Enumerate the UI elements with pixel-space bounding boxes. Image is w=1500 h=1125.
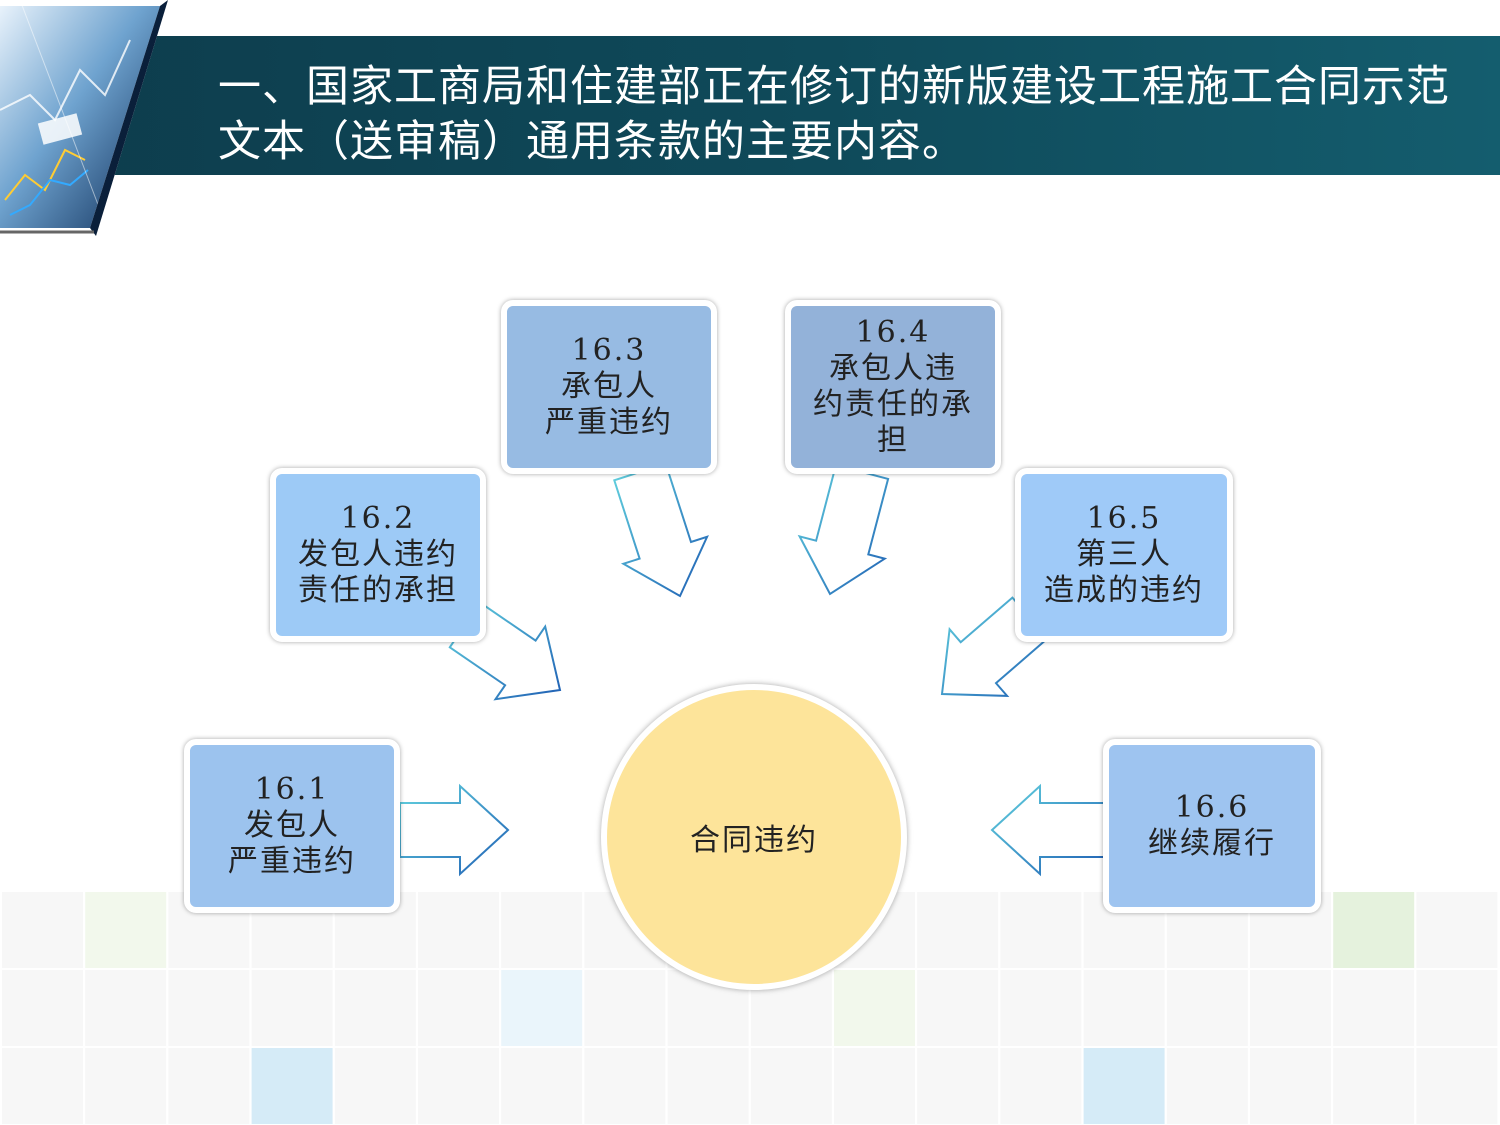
node-number: 16.3 [571, 333, 647, 368]
node-16-3: 16.3 承包人 严重违约 [501, 300, 717, 474]
arrow-16-6 [990, 783, 1106, 877]
node-number: 16.2 [340, 501, 416, 536]
background-tile [1416, 892, 1498, 968]
node-label: 承包人 严重违约 [545, 369, 673, 440]
background-tile [1416, 1048, 1498, 1124]
arrow-16-3 [613, 462, 709, 598]
title-banner [0, 36, 1500, 175]
node-label: 第三人 造成的违约 [1044, 537, 1204, 608]
background-tile [85, 1048, 167, 1124]
background-tile [1000, 892, 1082, 968]
node-label: 发包人 严重违约 [228, 808, 356, 879]
background-tile [501, 892, 583, 968]
background-tile [1000, 1048, 1082, 1124]
background-tile [917, 892, 999, 968]
background-tile [2, 892, 83, 968]
background-tile [1250, 1048, 1331, 1124]
hub-label: 合同违约 [690, 823, 818, 858]
node-number: 16.6 [1174, 790, 1250, 825]
background-tile [501, 1048, 583, 1124]
node-16-1: 16.1 发包人 严重违约 [184, 739, 400, 913]
node-16-6: 16.6 继续履行 [1103, 739, 1321, 913]
corner-finance-image [0, 0, 168, 237]
background-tile [750, 1048, 832, 1124]
background-tile [418, 970, 499, 1046]
background-tile [168, 1048, 250, 1124]
background-tile [1166, 1048, 1248, 1124]
background-tile [334, 1048, 416, 1124]
background-tile [1333, 1048, 1415, 1124]
background-tile [85, 970, 167, 1046]
background-tile [584, 1048, 666, 1124]
arrow-16-4 [797, 463, 890, 596]
background-tile [1333, 892, 1415, 968]
node-number: 16.4 [855, 315, 931, 350]
background-tile [334, 970, 416, 1046]
background-tile [418, 1048, 499, 1124]
background-tile [251, 1048, 333, 1124]
node-number: 16.5 [1086, 501, 1162, 536]
background-tile [85, 892, 167, 968]
node-number: 16.1 [254, 772, 330, 807]
node-16-2: 16.2 发包人违约 责任的承担 [270, 468, 486, 642]
background-tile [2, 970, 83, 1046]
background-tile [1083, 970, 1165, 1046]
slide-title: 一、国家工商局和住建部正在修订的新版建设工程施工合同示范文本（送审稿）通用条款的… [218, 62, 1450, 167]
background-tile [584, 970, 666, 1046]
node-label: 继续履行 [1148, 826, 1276, 861]
background-tile [1083, 1048, 1165, 1124]
background-tile [917, 1048, 999, 1124]
background-tile [1166, 970, 1248, 1046]
node-label: 发包人违约 责任的承担 [298, 537, 458, 608]
background-tile [168, 970, 250, 1046]
node-16-5: 16.5 第三人 造成的违约 [1015, 468, 1233, 642]
background-tile [1416, 970, 1498, 1046]
background-tile [2, 1048, 83, 1124]
background-tile [834, 1048, 915, 1124]
node-16-4: 16.4 承包人违 约责任的承 担 [785, 300, 1001, 474]
background-tile [1333, 970, 1415, 1046]
node-label: 承包人违 约责任的承 担 [813, 351, 973, 458]
hub-circle: 合同违约 [601, 684, 907, 990]
background-tile [1250, 970, 1331, 1046]
background-tile [667, 1048, 749, 1124]
background-tile [1000, 970, 1082, 1046]
background-tile [917, 970, 999, 1046]
arrow-16-1 [399, 783, 510, 877]
background-tile [834, 970, 915, 1046]
background-tile [251, 970, 333, 1046]
background-tile [418, 892, 499, 968]
background-tile [501, 970, 583, 1046]
